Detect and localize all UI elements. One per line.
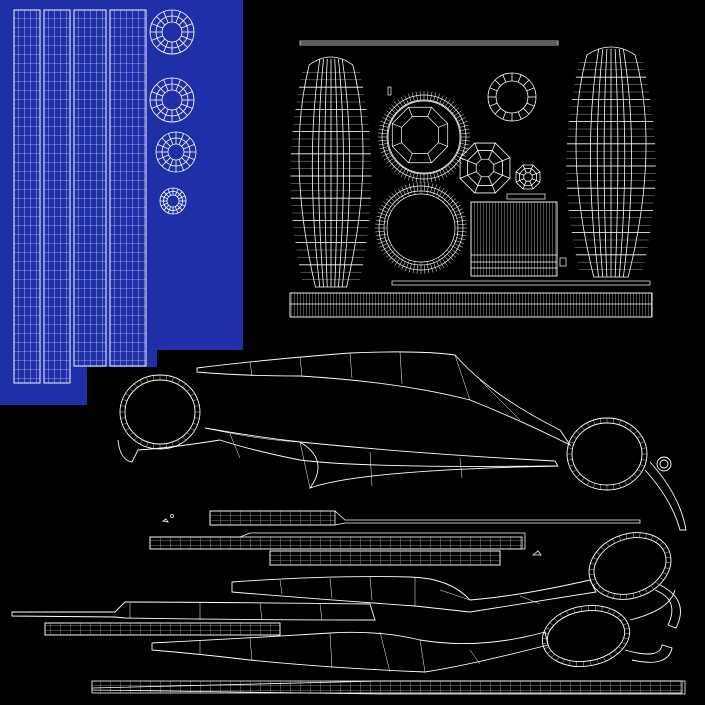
scissor-ring-handle[interactable] xyxy=(537,599,634,673)
scissor-blade-island[interactable] xyxy=(151,631,549,673)
scissor-islands[interactable] xyxy=(11,351,687,673)
scissor-blade-island[interactable] xyxy=(231,576,597,613)
strap-strip-islands[interactable] xyxy=(13,9,147,384)
barrel-island[interactable] xyxy=(298,56,364,288)
octagon-island[interactable] xyxy=(519,168,537,186)
barrel-island[interactable] xyxy=(575,46,647,278)
scissor-blade-island[interactable] xyxy=(117,427,559,467)
gear-ring-islands[interactable] xyxy=(375,91,470,274)
octagon-islands[interactable] xyxy=(459,142,541,194)
scissor-ring-handle[interactable] xyxy=(119,374,201,450)
octagon-island[interactable] xyxy=(475,158,495,178)
ring-islands[interactable] xyxy=(149,9,537,215)
cylinder-strip-islands[interactable] xyxy=(289,40,653,318)
grid-strip-islands[interactable] xyxy=(44,510,686,695)
octagon-island[interactable] xyxy=(523,172,533,182)
scissor-blade-island[interactable] xyxy=(196,351,572,447)
barrel-islands[interactable] xyxy=(290,46,656,288)
octagon-island[interactable] xyxy=(467,150,503,186)
scissor-ring-handle[interactable] xyxy=(566,417,648,491)
scissor-blade-island[interactable] xyxy=(11,601,376,621)
